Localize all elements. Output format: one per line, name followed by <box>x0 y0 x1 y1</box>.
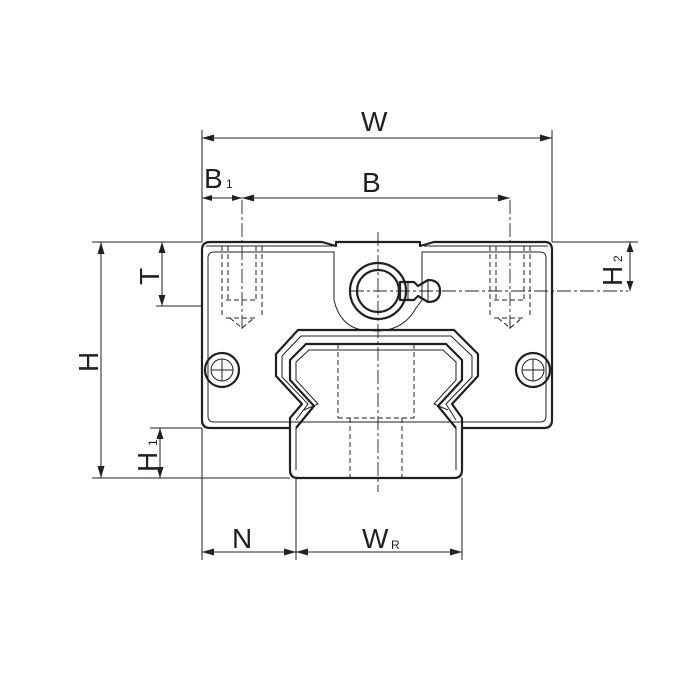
dim-N-label: N <box>232 523 252 554</box>
dim-W-label: W <box>361 106 388 137</box>
dim-B1-arrows <box>202 195 242 201</box>
dim-H-label: H <box>73 352 104 372</box>
dim-H-extension <box>92 241 290 479</box>
dim-H1-label: H <box>132 452 163 472</box>
dim-H1-subscript: 1 <box>146 439 160 446</box>
block-outline <box>200 240 554 480</box>
rail-cavity-outer <box>274 328 480 428</box>
dim-H2-label: H <box>597 266 628 286</box>
side-screw-right <box>514 351 552 389</box>
rail-cavity-line-2 <box>281 335 473 421</box>
dim-B1-label: B <box>204 163 223 194</box>
dim-WR-subscript: R <box>391 538 400 552</box>
dim-T-label: T <box>134 268 165 285</box>
side-screw-left <box>203 351 241 389</box>
dim-H2-subscript: 2 <box>611 255 625 262</box>
dim-W-extension <box>201 130 553 242</box>
dim-N-WR-extension <box>201 428 463 560</box>
rail-lower-body <box>295 428 457 470</box>
dim-B1-subscript: 1 <box>226 177 233 191</box>
rail-bolt-hole-hidden <box>337 344 415 478</box>
block-inner-outline <box>207 251 547 423</box>
dim-B-label: B <box>362 167 381 198</box>
dim-WR-label: W <box>362 523 389 554</box>
tapped-hole-left-thread <box>227 246 257 300</box>
dim-H1-arrows <box>156 428 164 478</box>
dim-H2-arrows <box>626 242 634 291</box>
rail-profile <box>288 342 464 429</box>
rail-profile-inner <box>295 349 457 411</box>
